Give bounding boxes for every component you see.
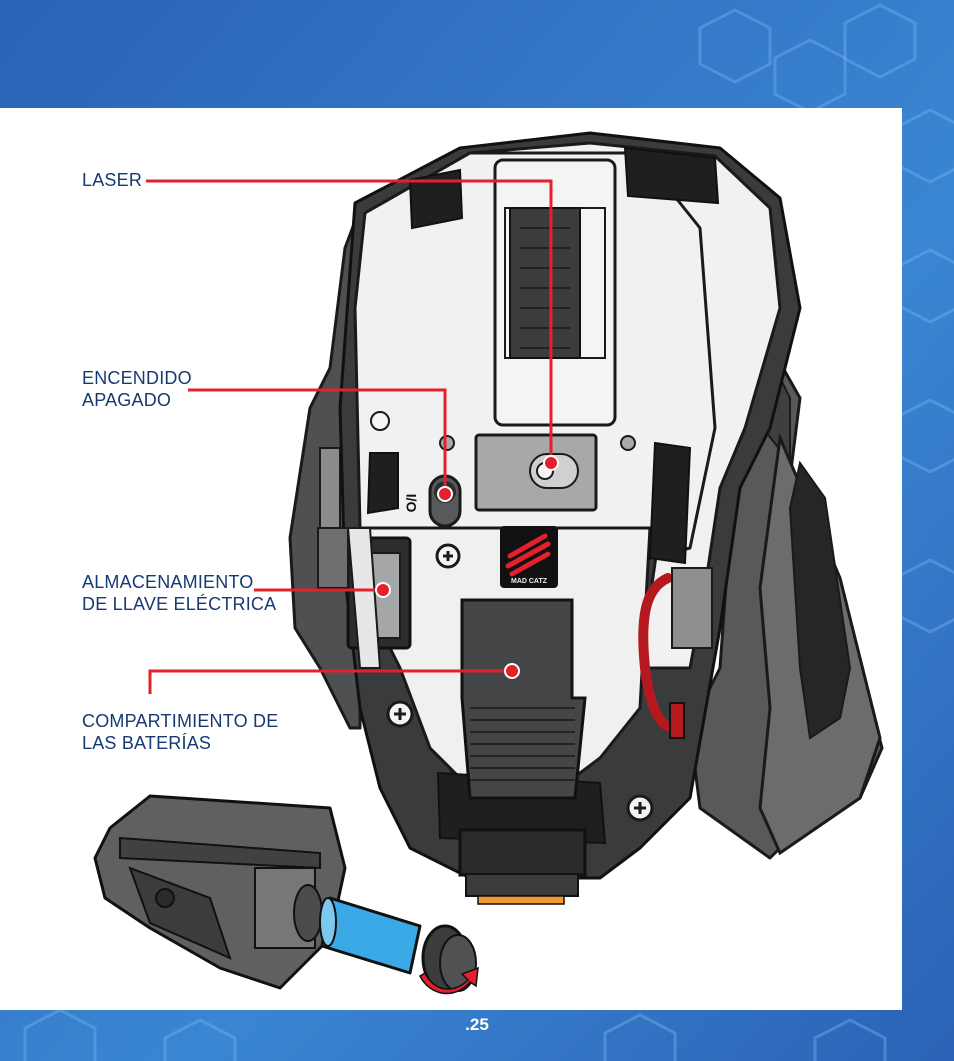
right-grip-slot: [788, 460, 852, 740]
side-gear: [671, 567, 713, 649]
callout-battery: COMPARTIMIENTO DE LAS BATERÍAS: [82, 710, 278, 754]
brand-name: MAD CATZ: [511, 578, 548, 585]
callout-battery-line2: LAS BATERÍAS: [82, 733, 212, 753]
foot-pad-top-left: [408, 168, 464, 230]
screw-icon: [386, 700, 414, 728]
screw-icon: [370, 411, 390, 431]
screw-icon: [626, 794, 654, 822]
callout-dots: [375, 455, 559, 679]
foot-pad-right: [648, 441, 692, 565]
callout-battery-line1: COMPARTIMIENTO DE: [82, 711, 279, 731]
mouse-illustration: O/I MAD CATZ: [93, 131, 884, 995]
rotate-arrow-icon: [419, 966, 479, 995]
callout-power-line2: APAGADO: [82, 390, 172, 410]
callout-power: ENCENDIDO APAGADO: [82, 367, 192, 411]
content-panel: O/I MAD CATZ: [0, 108, 902, 1010]
page-number: .25: [465, 1015, 489, 1034]
foot-pad-top-right: [623, 146, 720, 205]
callout-laser: LASER: [82, 169, 142, 191]
foot-pad-left: [366, 452, 399, 515]
switch-label: O/I: [403, 494, 419, 513]
battery-cover: [460, 598, 587, 800]
callout-power-line1: ENCENDIDO: [82, 368, 192, 388]
rear-tail-block: [458, 828, 587, 877]
side-view-mouse: [93, 794, 347, 990]
callout-key-line2: DE LLAVE ELÉCTRICA: [82, 594, 277, 614]
rear-adjust-knob: [465, 873, 579, 897]
battery-cap-icon: [419, 924, 479, 995]
callout-key-line1: ALMACENAMIENTO: [82, 572, 254, 592]
callout-key-storage: ALMACENAMIENTO DE LLAVE ELÉCTRICA: [82, 571, 276, 615]
battery-icon: [319, 896, 422, 975]
screw-icon: [435, 543, 461, 569]
callout-lines: [146, 179, 553, 694]
scroll-wheel: [509, 207, 581, 359]
internal-cable: [638, 573, 680, 733]
callout-laser-text: LASER: [82, 170, 143, 190]
